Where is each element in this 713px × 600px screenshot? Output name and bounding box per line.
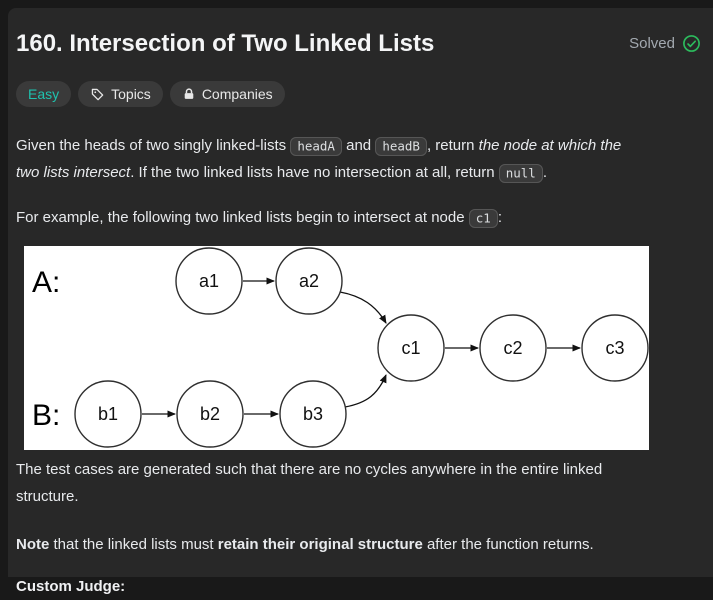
inline-code: c1 [468, 208, 498, 228]
text-segment: after the function returns. [422, 536, 594, 553]
solved-status-badge[interactable]: Solved [629, 34, 701, 53]
text-segment: two lists intersect [16, 164, 131, 181]
text-segment: that the linked lists must [49, 536, 218, 553]
node-circle-a2 [275, 247, 343, 315]
node-circle-b2 [176, 380, 244, 448]
header-row: 160. Intersection of Two Linked Lists So… [16, 28, 703, 60]
node-circle-c1 [377, 314, 445, 382]
diagram-edges [142, 277, 582, 418]
text-segment: , return [426, 137, 479, 154]
description-paragraph-4: Note that the linked lists must retain t… [16, 531, 703, 558]
edge-a2-c1 [339, 291, 387, 324]
inline-code: null [498, 163, 543, 183]
problem-description-page: { "header": { "title": "160. Intersectio… [8, 8, 713, 595]
description-paragraph-2: For example, the following two linked li… [16, 204, 703, 231]
custom-judge-heading: Custom Judge: [16, 578, 126, 595]
node-label-b2: b2 [200, 404, 220, 424]
solved-label: Solved [629, 35, 675, 52]
text-segment: Given the heads of two singly linked-lis… [16, 137, 291, 154]
difficulty-label: Easy [28, 86, 60, 102]
page-title: 160. Intersection of Two Linked Lists [16, 30, 435, 57]
node-circle-c2 [479, 314, 547, 382]
node-label-c1: c1 [401, 338, 420, 358]
node-label-a2: a2 [299, 271, 319, 291]
topics-label: Topics [111, 86, 151, 102]
text-segment: the node at which the [478, 137, 622, 154]
text-segment: . If the two linked lists have no inters… [130, 164, 499, 181]
linked-lists-intersection-diagram: A: B: a1 a2 c1 c2 c3 b1 b2 b3 [24, 246, 649, 450]
description-paragraph-3: The test cases are generated such that t… [16, 456, 703, 510]
text-segment: . [542, 164, 548, 181]
node-label-c3: c3 [605, 338, 624, 358]
description-panel: 160. Intersection of Two Linked Lists So… [8, 8, 713, 595]
node-circle-a1 [175, 247, 243, 315]
difficulty-badge[interactable]: Easy [16, 81, 72, 107]
text-segment: The test cases are generated such that t… [16, 461, 603, 478]
edge-b3-c1 [344, 374, 387, 408]
text-segment: retain their original structure [217, 536, 423, 553]
node-label-c2: c2 [503, 338, 522, 358]
companies-button[interactable]: Companies [169, 81, 285, 107]
text-segment: For example, the following two linked li… [16, 209, 469, 226]
node-circle-b3 [279, 380, 347, 448]
companies-label: Companies [201, 86, 273, 102]
node-label-a1: a1 [199, 271, 219, 291]
lock-icon [182, 87, 196, 101]
text-segment: : [497, 209, 502, 226]
diagram-nodes: a1 a2 c1 c2 c3 b1 b2 b3 [74, 247, 649, 448]
node-circle-c3 [581, 314, 649, 382]
inline-code: headB [375, 136, 427, 156]
list-a-label: A: [32, 266, 60, 299]
node-circle-b1 [74, 380, 142, 448]
inline-code: headA [290, 136, 342, 156]
node-label-b3: b3 [303, 404, 323, 424]
badge-row: Easy Topics Companies [16, 81, 703, 107]
text-segment: and [341, 137, 376, 154]
topics-button[interactable]: Topics [78, 81, 163, 107]
node-label-b1: b1 [98, 404, 118, 424]
description-paragraph-1: Given the heads of two singly linked-lis… [16, 132, 703, 186]
tag-icon [90, 87, 105, 102]
text-segment: Note [16, 536, 50, 553]
text-segment: structure. [16, 488, 79, 505]
list-b-label: B: [32, 399, 60, 432]
solved-check-icon [682, 34, 701, 53]
